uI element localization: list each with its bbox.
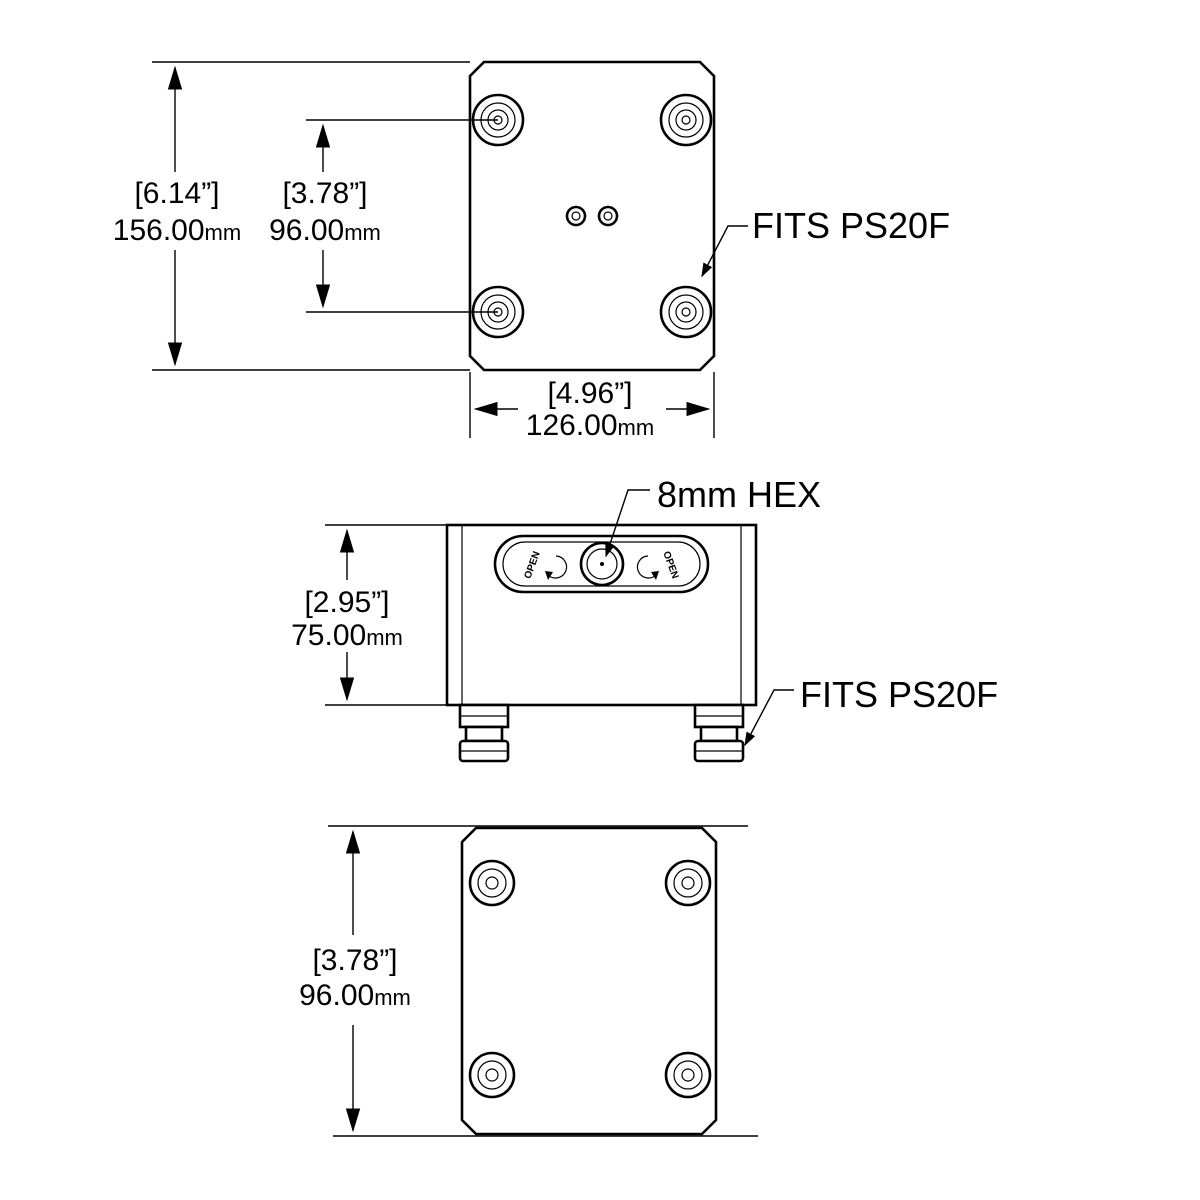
bottom-view: [3.78”] 96.00mm [299, 825, 758, 1137]
top-height-mm: 156.00mm [113, 214, 241, 247]
foot-icon [693, 703, 745, 763]
bottom-height-mm: 96.00mm [299, 979, 411, 1012]
foot-icon [458, 703, 510, 763]
stud-icon [659, 285, 713, 339]
stud-icon [468, 859, 516, 907]
hex-callout: 8mm HEX [657, 474, 821, 515]
bottom-height-inch: [3.78”] [312, 944, 397, 977]
stud-icon [664, 1051, 712, 1099]
top-width-inch: [4.96”] [547, 377, 632, 410]
center-hole-icon [565, 205, 619, 227]
top-view-plate [468, 60, 716, 372]
stud-icon [664, 859, 712, 907]
side-height-inch: [2.95”] [304, 586, 389, 619]
side-view: OPEN OPEN [2.95”] 75.00mm [291, 474, 998, 763]
leader-line [605, 489, 650, 558]
leader-line [744, 689, 794, 747]
leader-line [701, 225, 748, 278]
hex-socket-icon [579, 541, 625, 587]
side-fits-callout: FITS PS20F [800, 674, 998, 715]
top-fits-callout: FITS PS20F [752, 205, 950, 246]
stud-icon [468, 1051, 516, 1099]
top-stud-spacing-inch: [3.78”] [282, 177, 367, 210]
top-height-inch: [6.14”] [134, 177, 219, 210]
side-height-mm: 75.00mm [291, 619, 403, 652]
bottom-view-plate [460, 826, 718, 1136]
top-stud-spacing-mm: 96.00mm [269, 214, 381, 247]
stud-icon [659, 93, 713, 147]
top-view: [6.14”] 156.00mm [3.78”] 96.00mm [4.96”]… [113, 60, 950, 442]
top-width-mm: 126.00mm [526, 409, 654, 442]
